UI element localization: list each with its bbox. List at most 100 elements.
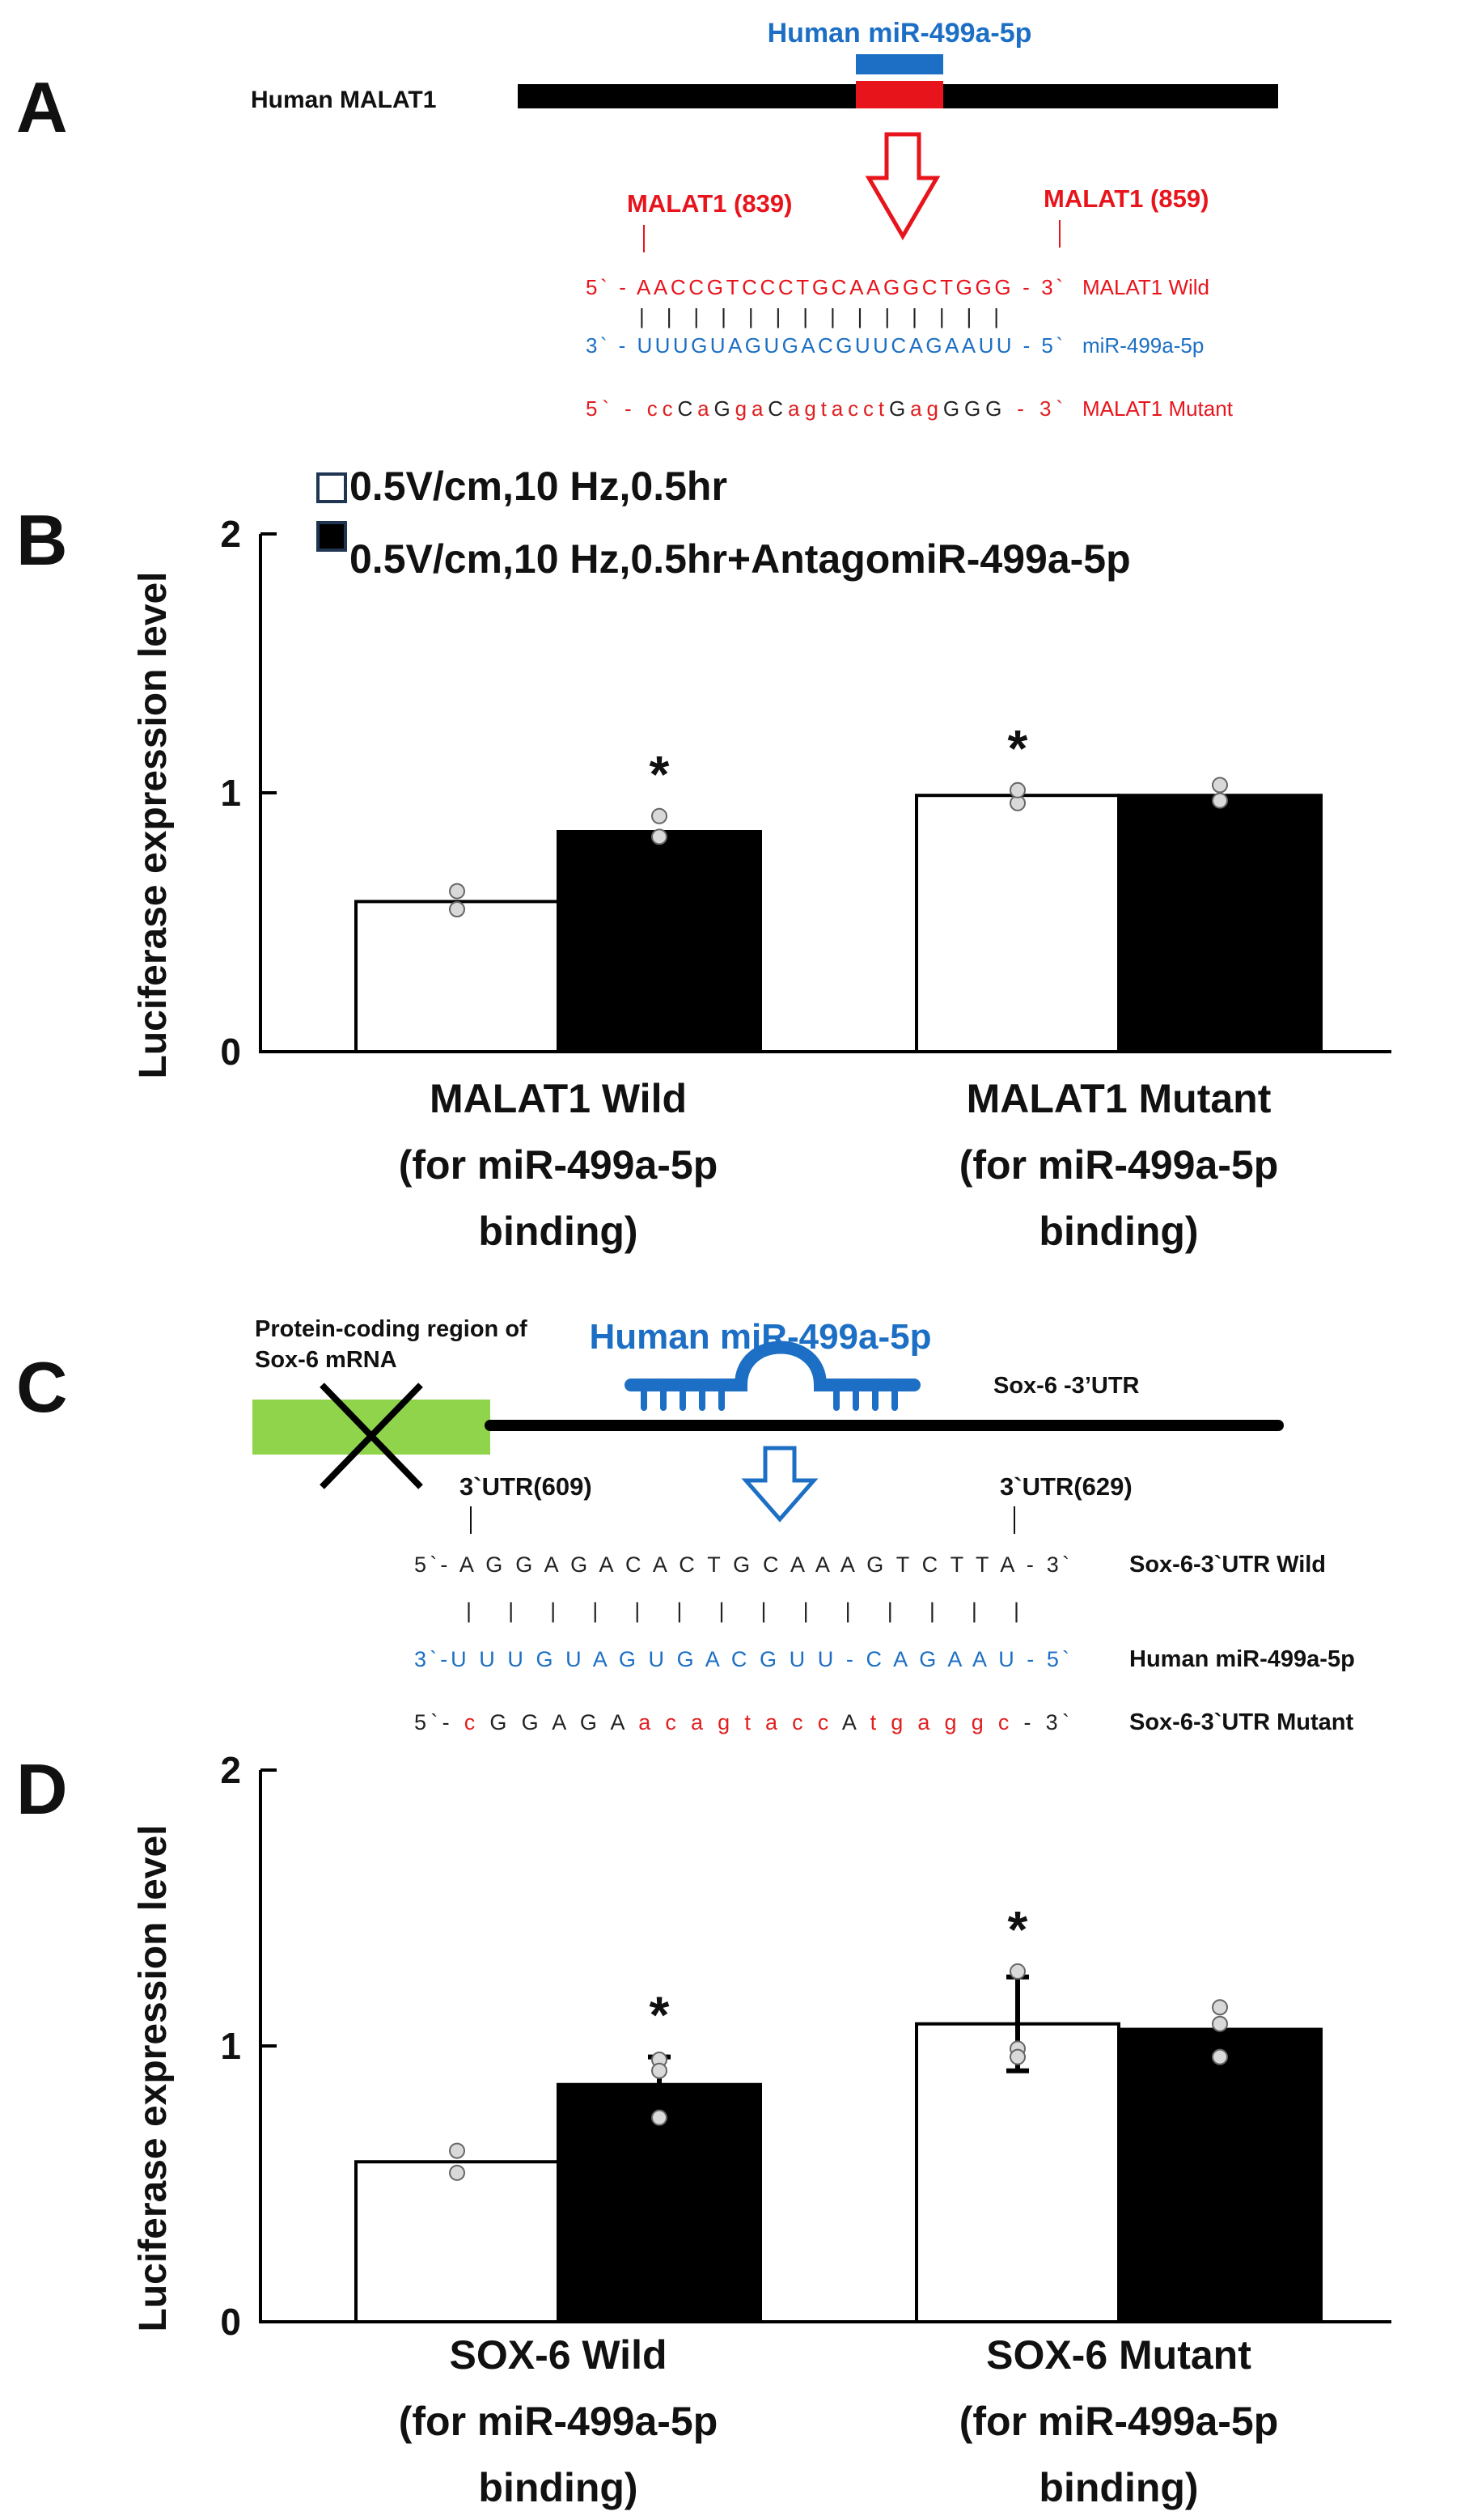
data-point [449, 883, 465, 900]
significance-marker: * [1008, 719, 1028, 777]
mirna-sequence-label: miR-499a-5p [1082, 333, 1204, 358]
bar [354, 2160, 560, 2323]
mirna-sequence: 3` - UUUGUAGUGACGUUCAGAAUU - 5` [586, 333, 1063, 358]
sox6-wild-label: Sox-6-3`UTR Wild [1129, 1552, 1326, 1578]
sequence-segment: G G A G A [489, 1710, 633, 1734]
data-point [1010, 781, 1026, 798]
utr-position-left: 3`UTR(609) [459, 1472, 592, 1501]
sox6-base-pairing-lines: | | | | | | | | | | | | | | [466, 1599, 1019, 1623]
category-label: (for miR-499a-5p [399, 2399, 718, 2444]
y-tick-label: 0 [220, 2301, 241, 2343]
category-label: MALAT1 Wild [430, 1076, 687, 1121]
data-point [651, 807, 667, 824]
position-label-right: MALAT1 (859) [1044, 184, 1209, 213]
significance-marker: * [650, 1986, 670, 2044]
sox6-mutant-label: Sox-6-3`UTR Mutant [1129, 1709, 1353, 1735]
panel-letter-b: B [16, 500, 68, 580]
category-label: SOX-6 Mutant [986, 2332, 1251, 2378]
gene-label-malat1: Human MALAT1 [251, 87, 436, 113]
y-axis-label: Luciferase expression level [132, 572, 175, 1079]
category-label: SOX-6 Wild [449, 2332, 667, 2378]
legend-label-filled: 0.5V/cm,10 Hz,0.5hr+AntagomiR-499a-5p [349, 536, 1131, 582]
category-label: binding) [478, 1209, 637, 1254]
data-point [651, 828, 667, 845]
legend-label-open: 0.5V/cm,10 Hz,0.5hr [349, 464, 727, 509]
bar [915, 2022, 1120, 2323]
bar [557, 830, 762, 1053]
bar [354, 900, 560, 1054]
significance-marker: * [650, 745, 670, 803]
coding-region-box [252, 1400, 490, 1455]
data-point [1010, 2048, 1026, 2065]
data-point [1212, 1999, 1228, 2016]
sequence-segment: GGG [943, 396, 1001, 421]
mirna-hairpin-icon [625, 1340, 921, 1411]
sequence-segment: G [889, 396, 905, 421]
y-tick-label: 1 [220, 2025, 241, 2067]
wild-sequence-label: MALAT1 Wild [1082, 275, 1209, 299]
data-point [1212, 777, 1228, 794]
data-point [651, 2062, 667, 2079]
sox6-mirna-label: Human miR-499a-5p [1129, 1646, 1355, 1672]
data-point [1212, 2048, 1228, 2065]
panel-letter-a: A [16, 67, 68, 147]
panel-letter-c: C [16, 1347, 68, 1427]
sox6-mutant-sequence: 5`- c G G A G A a c a g t a c c A t g a … [414, 1710, 1069, 1734]
sequence-segment: ga [735, 396, 764, 421]
category-label: (for miR-499a-5p [399, 1142, 718, 1188]
arrow-down-icon [865, 132, 941, 240]
y-tick-label: 2 [220, 513, 241, 555]
coding-region-label-2: Sox-6 mRNA [255, 1347, 397, 1373]
legend-swatch-open [316, 472, 347, 503]
sequence-segment: A [842, 1710, 866, 1734]
category-label: binding) [1039, 2465, 1198, 2510]
legend-swatch-filled [316, 521, 347, 552]
binding-site-bar [856, 81, 943, 108]
data-point [449, 2164, 465, 2181]
sequence-segment: agtacct [788, 396, 885, 421]
sequence-segment: a [697, 396, 709, 421]
category-label: (for miR-499a-5p [959, 1142, 1279, 1188]
data-point [1212, 2015, 1228, 2032]
mirna-bar [856, 54, 943, 74]
sequence-segment: 5`- [414, 1710, 459, 1734]
wild-sequence: 5` - AACCGTCCCTGCAAGGCTGGG - 3` [586, 275, 1063, 299]
sequence-segment: G [713, 396, 730, 421]
data-point [449, 901, 465, 917]
utr-label: Sox-6 -3’UTR [993, 1373, 1140, 1399]
category-label: binding) [478, 2465, 637, 2510]
arrow-down-icon [741, 1446, 819, 1523]
bar [915, 794, 1120, 1053]
y-axis-label: Luciferase expression level [132, 1825, 175, 2332]
utr-position-right: 3`UTR(629) [1000, 1472, 1133, 1501]
panel-letter-d: D [16, 1749, 68, 1829]
data-point [1010, 1963, 1026, 1980]
mutant-sequence-label: MALAT1 Mutant [1082, 396, 1234, 421]
sequence-segment: t g a g g c [870, 1710, 1010, 1734]
data-point [449, 2142, 465, 2159]
y-tick-label: 0 [220, 1031, 241, 1073]
y-tick-label: 2 [220, 1749, 241, 1791]
position-label-left: MALAT1 (839) [627, 189, 792, 218]
base-pairing-lines: | | | | | | | | | | | | | | [639, 304, 999, 328]
data-point [651, 2109, 667, 2126]
coding-region-label-1: Protein-coding region of [255, 1316, 527, 1342]
sequence-segment: C [768, 396, 783, 421]
sox6-wild-sequence: 5`- A G G A G A C A C T G C A A A G T C … [414, 1552, 1069, 1577]
sequence-segment: a c a g t a c c [638, 1710, 837, 1734]
sequence-segment: 5` - cc [586, 396, 673, 421]
mirna-label-a: Human miR-499a-5p [768, 18, 1032, 49]
data-point [1212, 792, 1228, 809]
sequence-segment: C [677, 396, 692, 421]
sequence-segment: c [464, 1710, 485, 1734]
sequence-segment: ag [910, 396, 938, 421]
y-tick-label: 1 [220, 772, 241, 814]
sox6-mirna-sequence: 3`-U U U G U A G U G A C G U U - C A G A… [414, 1647, 1069, 1671]
bar [1117, 794, 1323, 1053]
sequence-segment: - 3` [1006, 396, 1063, 421]
bar [1117, 2027, 1323, 2324]
